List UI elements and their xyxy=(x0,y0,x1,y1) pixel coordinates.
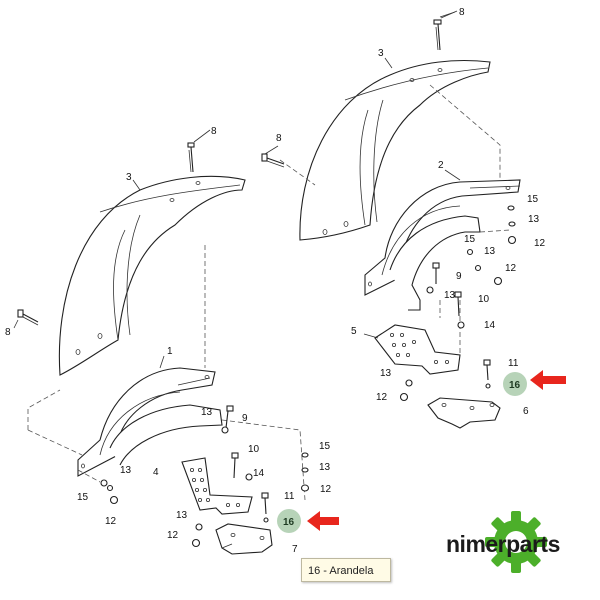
brand-wordmark: nimerparts xyxy=(446,531,560,557)
callout-r-13-c: 13 xyxy=(444,290,456,301)
callout-l-11: 11 xyxy=(284,491,295,502)
bolt-8-left-top xyxy=(187,129,211,173)
fender-3-right xyxy=(299,59,491,241)
callout-l-13-c: 13 xyxy=(176,510,188,521)
callout-r-12-a: 12 xyxy=(534,238,546,249)
fender-3-left xyxy=(58,175,246,376)
bolt-11-left xyxy=(261,492,269,515)
callout-l-3: 3 xyxy=(126,172,132,183)
callout-r-16: 16 xyxy=(509,380,521,391)
callout-l-13-a: 13 xyxy=(201,407,213,418)
callout-l-8-top: 8 xyxy=(211,126,217,137)
plate-6-right xyxy=(427,397,501,429)
bolt-8-right-top xyxy=(433,10,458,51)
gear-icon xyxy=(485,511,547,573)
callout-r-13-d: 13 xyxy=(380,368,392,379)
callout-l-1: 1 xyxy=(167,346,173,357)
callout-r-5: 5 xyxy=(351,326,357,337)
callout-r-2: 2 xyxy=(438,160,444,171)
callout-l-15-b: 15 xyxy=(77,492,89,503)
callout-r-10: 10 xyxy=(478,294,490,305)
callout-l-13-d: 13 xyxy=(120,465,132,476)
callout-r-15-b: 15 xyxy=(464,234,476,245)
bolt-10-left xyxy=(231,452,239,479)
highlight-washer-16-right xyxy=(503,372,527,396)
callout-r-15-a: 15 xyxy=(527,194,539,205)
callout-l-14: 14 xyxy=(253,468,265,479)
callout-l-15-a: 15 xyxy=(319,441,331,452)
highlight-washer-16-left xyxy=(277,509,301,533)
hardware-right xyxy=(399,205,517,402)
callout-r-12-c: 12 xyxy=(376,392,388,403)
bracket-2-right xyxy=(364,179,521,311)
bolt-8-left-side xyxy=(13,309,39,329)
brand-logo: nimerparts xyxy=(440,508,590,578)
callout-l-13-b: 13 xyxy=(319,462,331,473)
arrow-left-icon xyxy=(307,511,339,531)
callout-l-10: 10 xyxy=(248,444,260,455)
bracket-1-left xyxy=(77,367,223,477)
arrow-right-icon xyxy=(530,370,566,390)
callout-l-4: 4 xyxy=(153,467,159,478)
plate-4-left xyxy=(181,457,253,515)
leader-lines xyxy=(132,11,461,369)
bolt-8-right-side xyxy=(261,145,285,168)
plate-5-right xyxy=(374,324,461,375)
callout-r-13-a: 13 xyxy=(528,214,540,225)
callout-r-8-left: 8 xyxy=(276,133,282,144)
callout-l-9: 9 xyxy=(242,413,248,424)
callout-l-12-b: 12 xyxy=(167,530,179,541)
callout-r-8-top: 8 xyxy=(459,7,465,18)
bolt-9-right xyxy=(432,262,440,284)
callout-r-12-b: 12 xyxy=(505,263,517,274)
callout-r-3: 3 xyxy=(378,48,384,59)
callout-l-12-c: 12 xyxy=(105,516,117,527)
callout-l-8-left: 8 xyxy=(5,327,11,338)
hardware-left xyxy=(100,426,310,548)
part-caption: 16 - Arandela xyxy=(301,558,391,582)
bolt-9-left xyxy=(225,405,234,429)
bolt-11-right xyxy=(483,359,491,381)
callout-r-9: 9 xyxy=(456,271,462,282)
bolt-10-right xyxy=(454,291,462,317)
callout-l-7: 7 xyxy=(292,544,298,555)
callout-l-16: 16 xyxy=(283,517,295,528)
plate-7-left xyxy=(215,523,273,555)
callout-r-6: 6 xyxy=(523,406,529,417)
callout-r-13-b: 13 xyxy=(484,246,496,257)
callout-r-14: 14 xyxy=(484,320,496,331)
callout-l-12-a: 12 xyxy=(320,484,332,495)
callout-r-11: 11 xyxy=(508,358,519,369)
